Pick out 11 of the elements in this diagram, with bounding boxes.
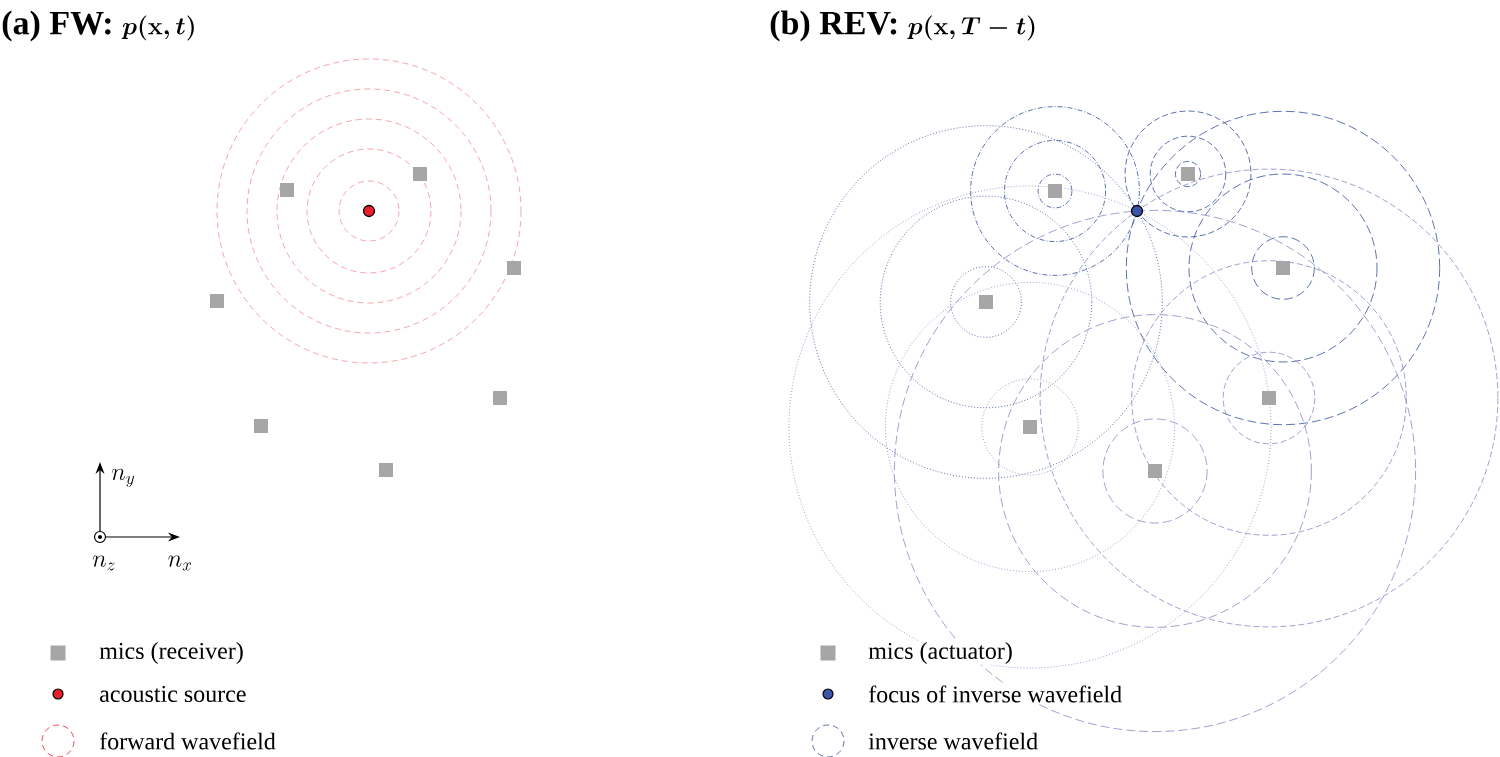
- legend-text: focus of inverse wavefield: [867, 684, 1124, 704]
- panel-title: $\textbf{(a) FW:}\ \boldsymbol{p(\mathbf{x},t)}$: [2, 10, 194, 42]
- axis-label: $n_x$: [168, 555, 192, 571]
- legend-text: acoustic source: [98, 684, 248, 704]
- legend-text: mics (receiver): [98, 641, 245, 665]
- panel-title: $\textbf{(b) REV:}\ \boldsymbol{p(\mathbf{x},T-t)}$: [770, 10, 1035, 42]
- legend-text: mics (actuator): [867, 641, 1014, 665]
- legend-text: inverse wavefield: [867, 731, 1040, 751]
- axis-label: $n_z$: [92, 555, 115, 571]
- axis-label: $n_y$: [111, 468, 134, 488]
- legend-text: forward wavefield: [98, 731, 277, 751]
